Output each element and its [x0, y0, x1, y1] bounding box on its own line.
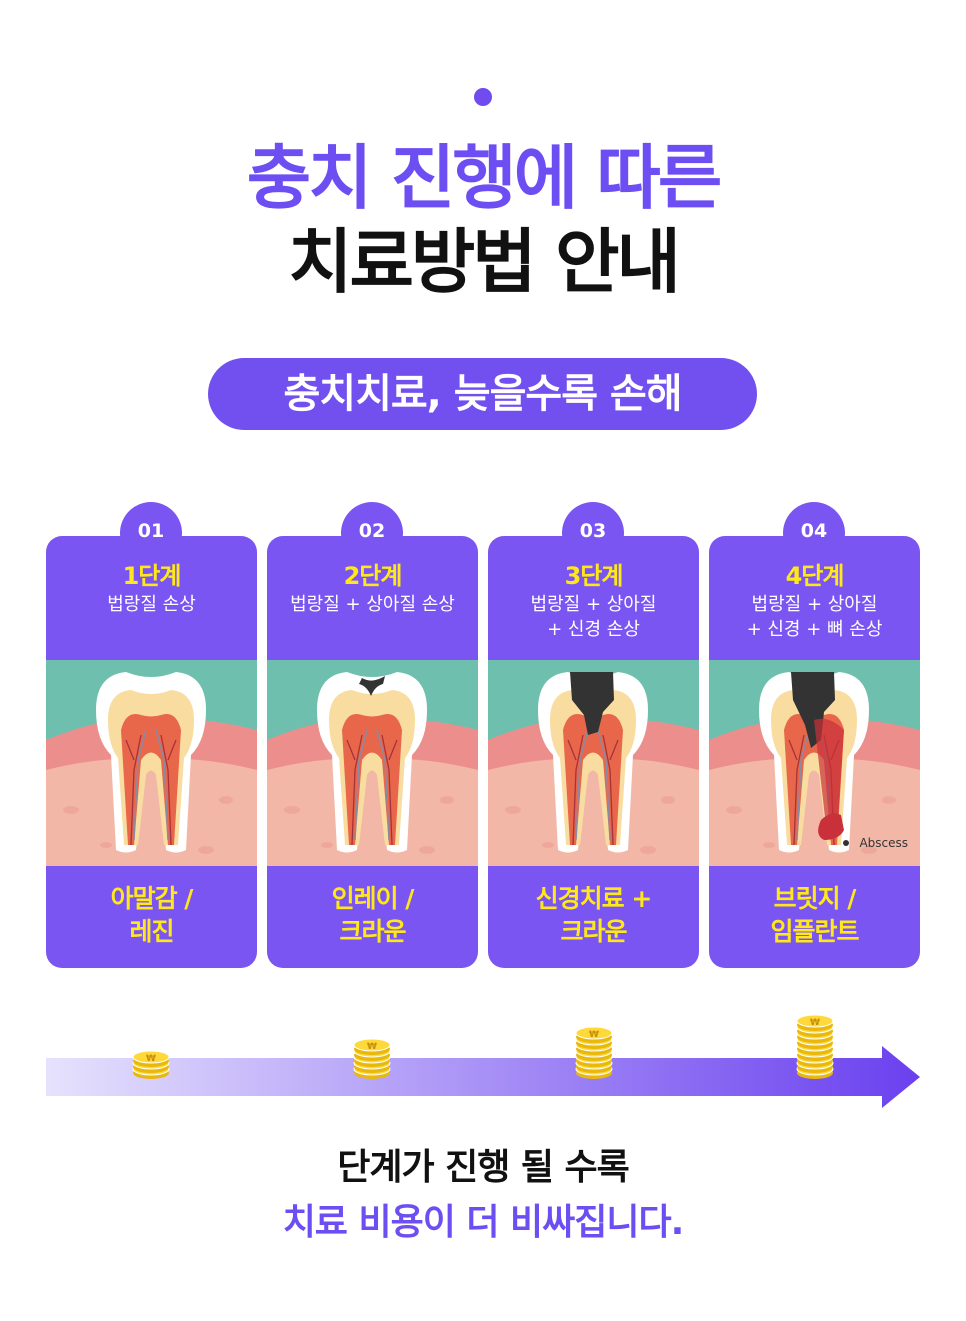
subtitle-pill: 충치치료, 늦을수록 손해: [208, 358, 757, 430]
coin-stack-icon: ₩: [575, 1026, 613, 1079]
cost-arrow: [46, 1046, 920, 1108]
tooth-illustration: [488, 660, 699, 866]
stage-description: 법랑질 + 상아질 + 신경 손상: [530, 594, 657, 640]
treatment-label: 신경치료 + 크라운: [535, 884, 653, 946]
stage-title: 3단계: [564, 562, 624, 590]
stage-card: 01 1단계 법랑질 손상 아말감 / 레진: [46, 502, 257, 968]
stage-description: 법랑질 + 상아질 + 신경 + 뼈 손상: [746, 594, 883, 640]
svg-text:₩: ₩: [589, 1030, 599, 1040]
tooth-illustration: Abscess: [709, 660, 920, 866]
stage-card: 03 3단계 법랑질 + 상아질 + 신경 손상 신경치료 + 크라운: [488, 502, 699, 968]
coin-stack-icon: ₩: [132, 1050, 170, 1079]
stage-description: 법랑질 손상: [107, 594, 196, 615]
treatment-label: 브릿지 / 임플란트: [770, 884, 859, 946]
coin-stack-icon: ₩: [796, 1014, 834, 1079]
svg-text:₩: ₩: [810, 1018, 820, 1028]
svg-text:₩: ₩: [367, 1042, 377, 1052]
stage-title: 1단계: [122, 562, 182, 590]
decor-dot: [474, 88, 492, 106]
stage-card: 02 2단계 법랑질 + 상아질 손상 인레이 / 크라운: [267, 502, 478, 968]
stage-description: 법랑질 + 상아질 손상: [290, 594, 455, 615]
tooth-illustration: [267, 660, 478, 866]
stage-card: 04 4단계 법랑질 + 상아질 + 신경 + 뼈 손상 Abscess 브릿지…: [709, 502, 920, 968]
stage-number-badge: 03: [562, 502, 624, 564]
title-line-2: 치료방법 안내: [288, 221, 681, 303]
footer-line-2: 치료 비용이 더 비싸집니다.: [282, 1202, 685, 1243]
tooth-illustration: [46, 660, 257, 866]
stage-number-badge: 04: [783, 502, 845, 564]
treatment-label: 인레이 / 크라운: [331, 884, 415, 946]
stage-number-badge: 02: [341, 502, 403, 564]
title-line-1: 충치 진행에 따른: [246, 137, 723, 219]
stage-number-badge: 01: [120, 502, 182, 564]
footer-line-1: 단계가 진행 될 수록: [337, 1147, 630, 1188]
treatment-label: 아말감 / 레진: [110, 884, 194, 946]
abscess-label: Abscess: [859, 836, 908, 850]
coin-stack-icon: ₩: [353, 1038, 391, 1079]
stage-title: 2단계: [343, 562, 403, 590]
svg-text:₩: ₩: [146, 1054, 156, 1064]
stage-title: 4단계: [785, 562, 845, 590]
